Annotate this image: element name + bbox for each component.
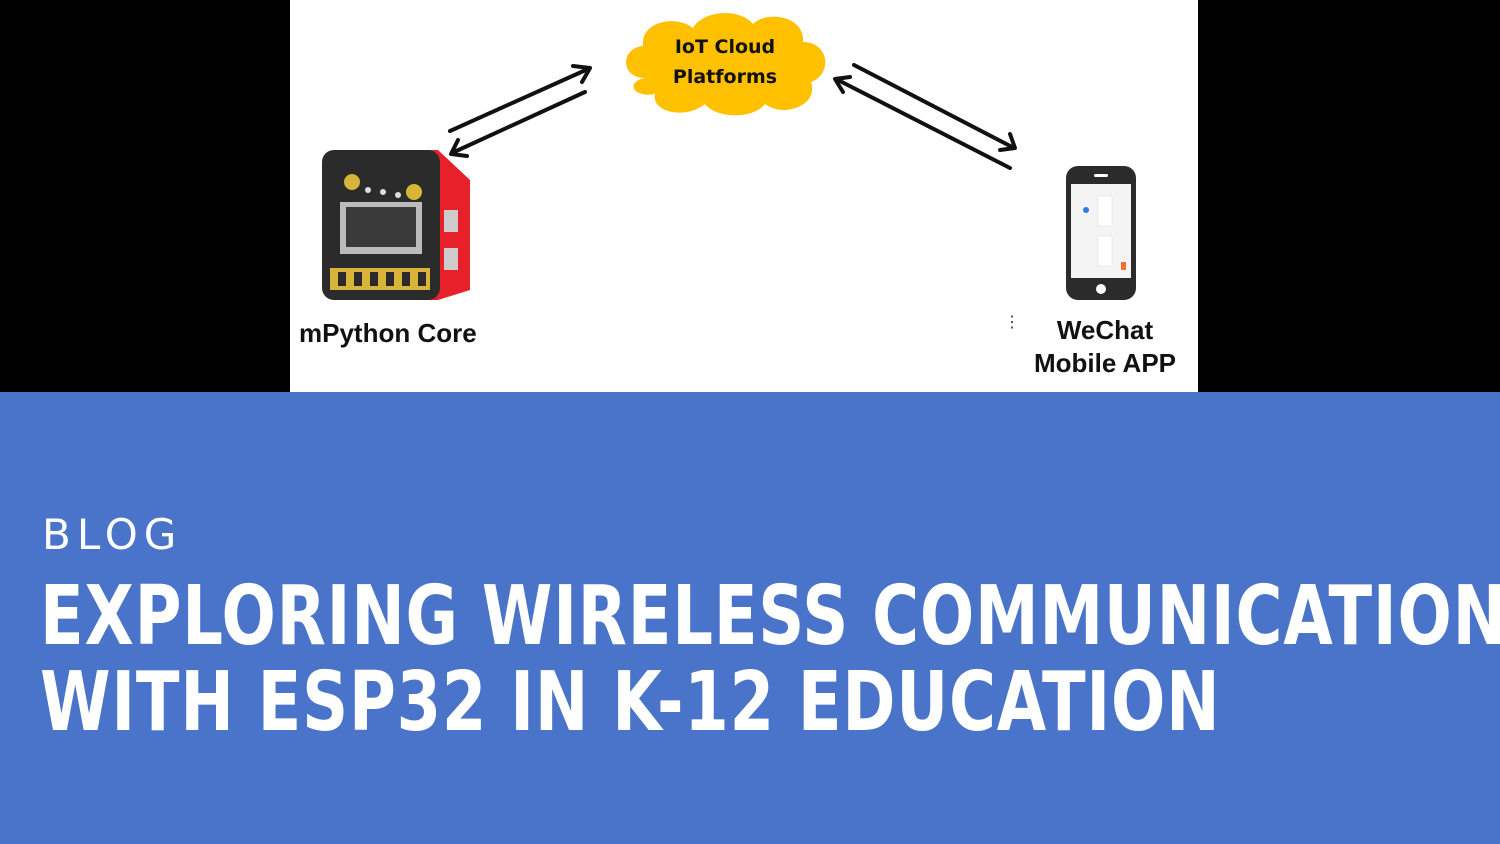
post-title-line1: EXPLORING WIRELESS COMMUNICATION xyxy=(40,569,1500,664)
cloud-label: IoT Cloud Platforms xyxy=(640,32,810,92)
mpython-core-device-icon xyxy=(322,150,470,300)
post-title-line2: WITH ESP32 IN K-12 EDUCATION xyxy=(40,655,1221,750)
phone-label-line2: Mobile APP xyxy=(1033,348,1177,378)
cloud-icon xyxy=(625,13,826,116)
smartphone-icon xyxy=(1066,166,1136,300)
category-label: BLOG xyxy=(42,510,183,559)
cloud-label-line2: Platforms xyxy=(672,66,778,88)
cloud-label-line1: IoT Cloud xyxy=(674,36,776,58)
post-title: EXPLORING WIRELESS COMMUNICATION WITH ES… xyxy=(40,569,1500,750)
phone-label: WeChat Mobile APP xyxy=(1010,314,1200,380)
phone-label-line1: WeChat xyxy=(1056,315,1154,345)
title-banner xyxy=(0,392,1500,844)
device-label: mPython Core xyxy=(299,318,477,348)
